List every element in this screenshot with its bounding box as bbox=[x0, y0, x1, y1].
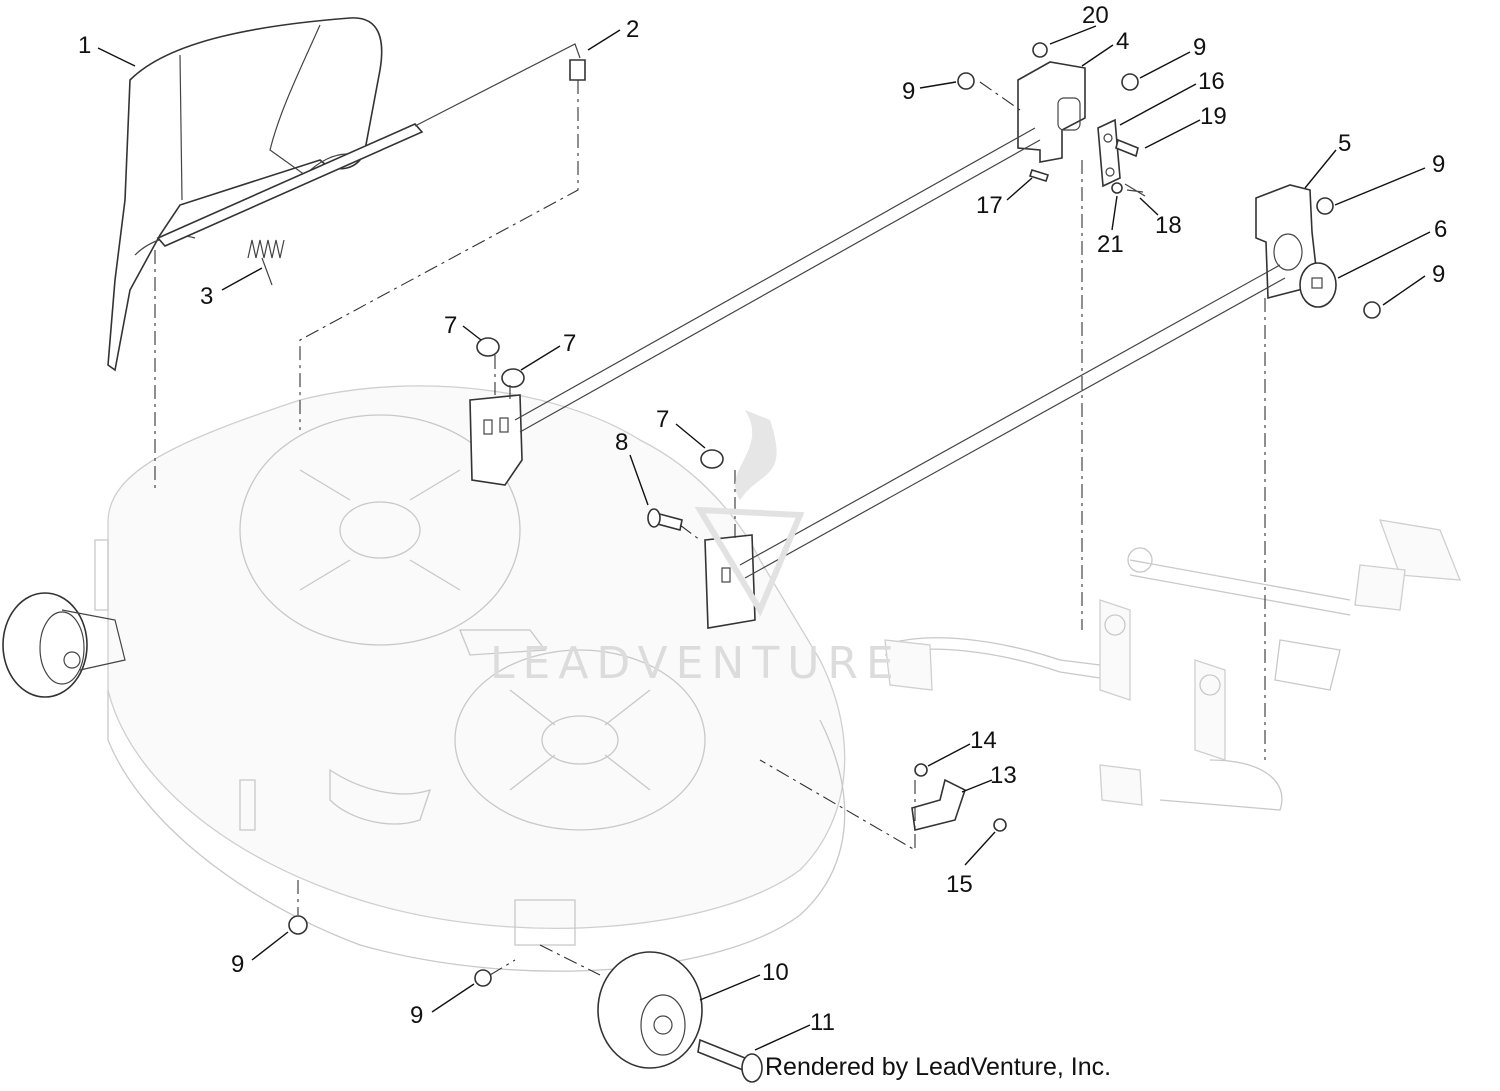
bolt-7-a bbox=[476, 337, 500, 357]
callout-20: 20 bbox=[1082, 2, 1109, 29]
bracket-4 bbox=[1017, 61, 1086, 163]
render-credit: Rendered by LeadVenture, Inc. bbox=[765, 1053, 1111, 1081]
callout-2: 2 bbox=[626, 16, 639, 43]
nut-9-a bbox=[957, 72, 975, 90]
torsion-spring bbox=[247, 239, 285, 286]
discharge-deflector bbox=[107, 17, 383, 372]
screw-14 bbox=[914, 763, 928, 777]
nut-9-f bbox=[474, 969, 492, 987]
cam-washer-6 bbox=[1299, 262, 1337, 308]
grease-fitting-13 bbox=[911, 778, 966, 831]
watermark-text: LEADVENTURE bbox=[490, 638, 902, 689]
cotter-18 bbox=[1124, 183, 1146, 197]
pin-17 bbox=[1028, 169, 1050, 182]
callout-8: 8 bbox=[615, 429, 628, 456]
deck-lift-frame bbox=[884, 519, 1461, 811]
watermark: LEADVENTURE bbox=[490, 410, 902, 689]
hardware bbox=[288, 42, 1381, 987]
callout-19: 19 bbox=[1200, 103, 1227, 130]
callout-7-b: 7 bbox=[563, 330, 576, 357]
callout-13: 13 bbox=[990, 762, 1017, 789]
left-caster-wheel bbox=[2, 592, 126, 698]
left-height-bracket bbox=[469, 394, 523, 486]
nut-9-d bbox=[1363, 301, 1381, 319]
callout-1: 1 bbox=[78, 32, 91, 59]
hinge-rod bbox=[156, 43, 586, 247]
callout-3: 3 bbox=[200, 283, 213, 310]
nut-9-c bbox=[1316, 197, 1334, 215]
callout-21: 21 bbox=[1097, 231, 1124, 258]
callout-14: 14 bbox=[970, 727, 997, 754]
callout-10: 10 bbox=[762, 959, 789, 986]
plate-16 bbox=[1097, 118, 1121, 188]
callout-11: 11 bbox=[810, 1009, 835, 1036]
callout-17: 17 bbox=[976, 192, 1003, 219]
callout-9-e: 9 bbox=[231, 951, 244, 978]
nut-9-b bbox=[1121, 73, 1139, 91]
callout-9-b: 9 bbox=[1193, 34, 1206, 61]
bolt-19 bbox=[1115, 138, 1139, 158]
callout-5: 5 bbox=[1338, 130, 1351, 157]
washer-15 bbox=[993, 818, 1007, 832]
leader-lines bbox=[97, 25, 1431, 1051]
callout-9-c: 9 bbox=[1432, 151, 1445, 178]
callout-18: 18 bbox=[1155, 212, 1182, 239]
callout-7-c: 7 bbox=[656, 406, 669, 433]
callout-4: 4 bbox=[1116, 28, 1129, 55]
callout-numbers: 1 2 3 4 5 6 7 7 7 8 9 9 9 9 9 9 10 11 13… bbox=[78, 2, 1447, 1036]
callout-6: 6 bbox=[1434, 216, 1447, 243]
callout-9-f: 9 bbox=[410, 1002, 423, 1029]
wheel-bolt-11 bbox=[697, 1038, 763, 1083]
assembly-guides bbox=[154, 80, 1266, 976]
callout-9-a: 9 bbox=[902, 78, 915, 105]
right-height-bracket bbox=[704, 534, 756, 629]
callout-9-d: 9 bbox=[1432, 261, 1445, 288]
washer-21 bbox=[1111, 182, 1123, 194]
caster-wheel-10 bbox=[597, 951, 703, 1069]
nut-20 bbox=[1032, 42, 1048, 58]
bolt-7-c bbox=[700, 449, 724, 469]
callout-7-a: 7 bbox=[444, 312, 457, 339]
lift-rods bbox=[514, 127, 1286, 579]
callout-15: 15 bbox=[946, 871, 973, 898]
bolt-7-b bbox=[501, 368, 525, 388]
callout-16: 16 bbox=[1198, 68, 1225, 95]
nut-9-e bbox=[288, 915, 308, 935]
